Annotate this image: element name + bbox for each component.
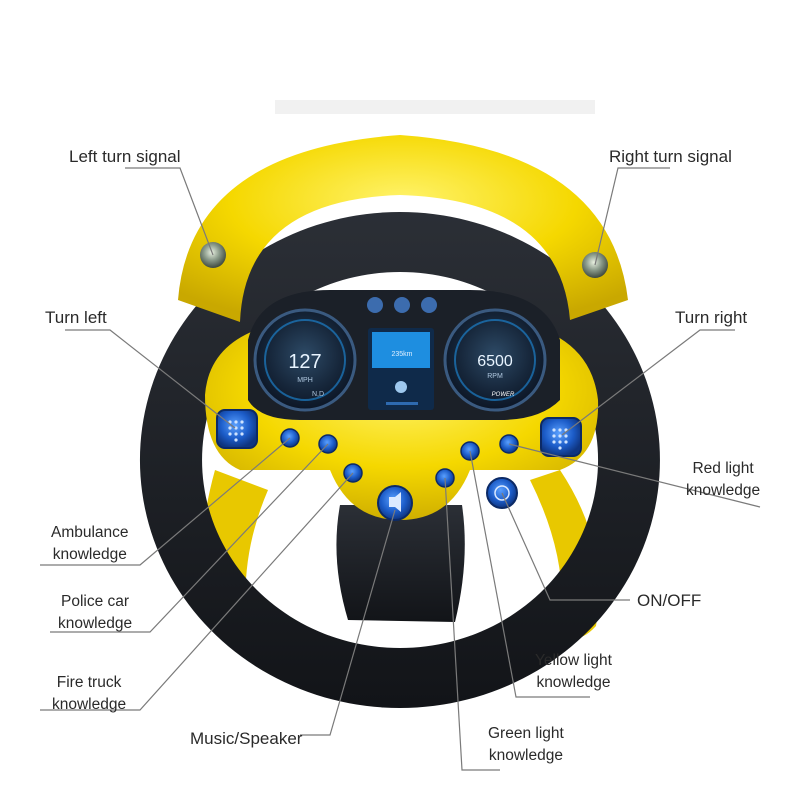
ambulance-label-line1: Ambulance bbox=[51, 524, 129, 541]
red-light-label-line1: Red light bbox=[692, 460, 754, 477]
ambulance-label: Ambulance knowledge bbox=[51, 522, 129, 566]
fire-truck-label-line1: Fire truck bbox=[56, 674, 122, 691]
rpm-gauge-ring bbox=[454, 319, 536, 401]
fuel-bar bbox=[386, 402, 418, 405]
bottom-spoke bbox=[336, 505, 465, 622]
speed-gauge-ring bbox=[264, 319, 346, 401]
gear-indicator: N,D bbox=[312, 391, 324, 398]
dash-light bbox=[421, 297, 437, 313]
screen-top bbox=[372, 332, 430, 368]
rpm-unit: RPM bbox=[487, 373, 503, 380]
green-light-label: Green light knowledge bbox=[488, 723, 564, 767]
fire-truck-label: Fire truck knowledge bbox=[52, 672, 126, 716]
ambulance-label-line2: knowledge bbox=[52, 546, 127, 563]
turn-right-label: Turn right bbox=[675, 308, 748, 327]
yellow-light-label: Yellow light knowledge bbox=[535, 650, 612, 694]
wheel-yellow-arch bbox=[178, 135, 628, 322]
green-light-label-line2: knowledge bbox=[488, 747, 563, 764]
speed-unit: MPH bbox=[297, 377, 313, 384]
police-car-label-line1: Police car bbox=[61, 593, 130, 610]
dash-light bbox=[367, 297, 383, 313]
music-speaker-label: Music/Speaker bbox=[190, 729, 303, 748]
red-light-label-line2: knowledge bbox=[686, 482, 761, 499]
dash-light bbox=[394, 297, 410, 313]
dotted-arrow-icon bbox=[552, 428, 568, 450]
faint-background-text bbox=[275, 100, 595, 114]
police-car-label-line2: knowledge bbox=[58, 615, 133, 632]
left-turn-signal-label: Left turn signal bbox=[69, 147, 181, 166]
music-speaker-icon bbox=[389, 492, 401, 512]
speed-gauge bbox=[253, 308, 357, 412]
rpm-value: 6500 bbox=[477, 353, 513, 370]
dotted-arrow-icon bbox=[228, 420, 244, 442]
rpm-gauge bbox=[443, 308, 547, 412]
police-car-label: Police car knowledge bbox=[58, 591, 132, 635]
on-off-label: ON/OFF bbox=[637, 591, 702, 610]
red-light-label: Red light knowledge bbox=[686, 458, 760, 502]
leader-lines bbox=[40, 167, 761, 771]
green-light-label-line1: Green light bbox=[488, 725, 564, 742]
speed-value: 127 bbox=[288, 351, 321, 373]
fire-truck-label-line2: knowledge bbox=[52, 696, 127, 713]
fan-icon bbox=[395, 381, 407, 393]
yellow-light-label-line1: Yellow light bbox=[535, 652, 612, 669]
start-stop-icon bbox=[494, 485, 510, 501]
turn-left-label: Turn left bbox=[45, 308, 107, 327]
distance-readout: 235km bbox=[391, 351, 412, 358]
right-turn-signal-label: Right turn signal bbox=[609, 147, 732, 166]
yellow-light-label-line2: knowledge bbox=[536, 674, 611, 691]
power-label: POWER bbox=[492, 392, 515, 398]
